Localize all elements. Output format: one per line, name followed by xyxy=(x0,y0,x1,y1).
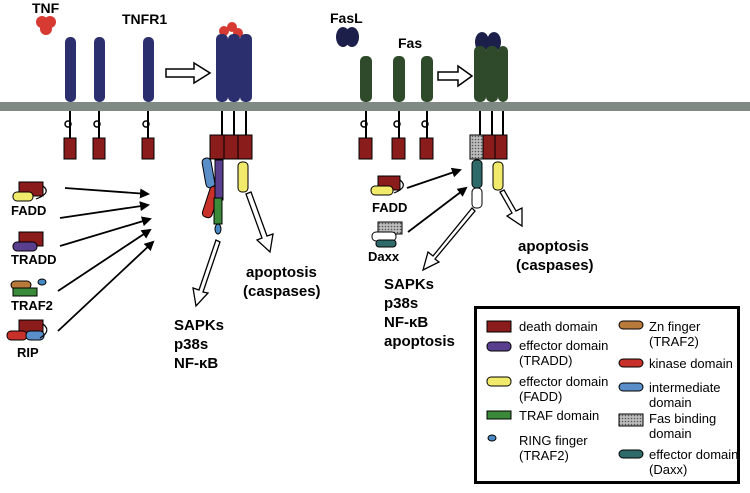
effector-daxx-swatch xyxy=(618,449,644,459)
fas-receptor xyxy=(419,56,434,160)
fasl-label: FasL xyxy=(330,10,363,26)
effector-fadd-swatch xyxy=(486,376,512,387)
fas-trimerization-arrow xyxy=(437,64,474,88)
effector-tradd-swatch xyxy=(486,341,512,352)
legend-svg: death domain effector domain (TRADD) eff… xyxy=(486,319,738,477)
fas-binding-swatch xyxy=(618,413,644,427)
legend-intermediate-sub: domain xyxy=(649,395,692,410)
legend-death-domain: death domain xyxy=(519,319,598,334)
kinase-domain-swatch xyxy=(618,358,644,368)
zn-finger-swatch xyxy=(618,320,644,330)
tnf-apoptosis-label: apoptosis xyxy=(246,264,317,281)
fas-signaling-arrow xyxy=(421,207,476,272)
tnf-outcome-nfkb: NF-κB xyxy=(174,355,218,372)
tnfr1-receptor xyxy=(63,37,77,160)
tradd-adaptor-icon xyxy=(12,231,44,252)
fadd-right-label: FADD xyxy=(372,200,407,215)
tnf-outcome-sapks: SAPKs xyxy=(174,317,224,334)
legend-fas-binding-sub: domain xyxy=(649,426,692,441)
legend-effector-daxx-sub: (Daxx) xyxy=(649,462,687,477)
fasl-ligand-icon xyxy=(336,27,359,47)
tnf-caspases-label: (caspases) xyxy=(243,283,321,300)
legend-intermediate: intermediate xyxy=(649,380,721,395)
traf-domain-swatch xyxy=(486,410,512,420)
fas-outcome-nfkb: NF-κB xyxy=(384,314,428,331)
legend: death domain effector domain (TRADD) eff… xyxy=(474,306,740,484)
tnf-apoptosis-arrow xyxy=(245,191,274,254)
fadd-left-label: FADD xyxy=(11,203,46,218)
rip-label: RIP xyxy=(17,345,39,360)
daxx-label: Daxx xyxy=(368,249,400,264)
fas-label: Fas xyxy=(398,35,422,51)
tnf-signaling-arrow xyxy=(192,239,221,308)
tnf-ligand-icon xyxy=(36,16,56,35)
trimerization-arrow xyxy=(165,61,212,85)
fas-apoptosis-label: apoptosis xyxy=(518,238,589,255)
traf2-adaptor-icon xyxy=(10,278,47,297)
recruitment-arrows xyxy=(57,187,155,332)
daxx-adaptor-icon xyxy=(371,221,403,248)
traf2-label: TRAF2 xyxy=(11,298,53,313)
fas-receptor xyxy=(358,56,373,160)
legend-kinase-domain: kinase domain xyxy=(649,356,733,371)
tnfr1-trimer xyxy=(201,22,253,235)
legend-effector-tradd-sub: (TRADD) xyxy=(519,353,572,368)
legend-zn-finger-sub: (TRAF2) xyxy=(649,334,699,349)
fas-outcome-p38s: p38s xyxy=(384,295,418,312)
fas-recruitment-arrows xyxy=(406,167,468,233)
legend-traf-domain: TRAF domain xyxy=(519,408,599,423)
fas-receptor xyxy=(391,56,406,160)
tnfr1-label: TNFR1 xyxy=(122,11,167,27)
tnf-outcome-p38s: p38s xyxy=(174,336,208,353)
intermediate-domain-swatch xyxy=(618,382,644,392)
ring-finger-swatch xyxy=(487,434,497,442)
fadd-adaptor-icon xyxy=(370,175,404,196)
legend-effector-fadd-sub: (FADD) xyxy=(519,389,562,404)
legend-effector-daxx: effector domain xyxy=(649,447,737,462)
legend-zn-finger: Zn finger xyxy=(649,319,701,334)
legend-effector-fadd: effector domain xyxy=(519,374,608,389)
tnfr1-receptor xyxy=(141,37,155,160)
death-domain-swatch xyxy=(486,320,512,333)
legend-ring-finger-sub: (TRAF2) xyxy=(519,448,569,463)
fas-apoptosis-arrow xyxy=(499,189,523,228)
legend-ring-finger: RING finger xyxy=(519,433,588,448)
fas-trimer xyxy=(469,32,508,209)
rip-adaptor-icon xyxy=(6,319,48,341)
legend-effector-tradd: effector domain xyxy=(519,338,608,353)
tnf-label: TNF xyxy=(32,0,60,16)
fas-outcome-apoptosis: apoptosis xyxy=(384,333,455,350)
cell-membrane xyxy=(0,102,750,111)
tradd-label: TRADD xyxy=(11,252,57,267)
fas-outcome-sapks: SAPKs xyxy=(384,276,434,293)
fas-caspases-label: (caspases) xyxy=(516,257,594,274)
tnfr1-receptor xyxy=(92,37,106,160)
fadd-adaptor-icon xyxy=(12,181,47,202)
legend-fas-binding: Fas binding xyxy=(649,411,716,426)
